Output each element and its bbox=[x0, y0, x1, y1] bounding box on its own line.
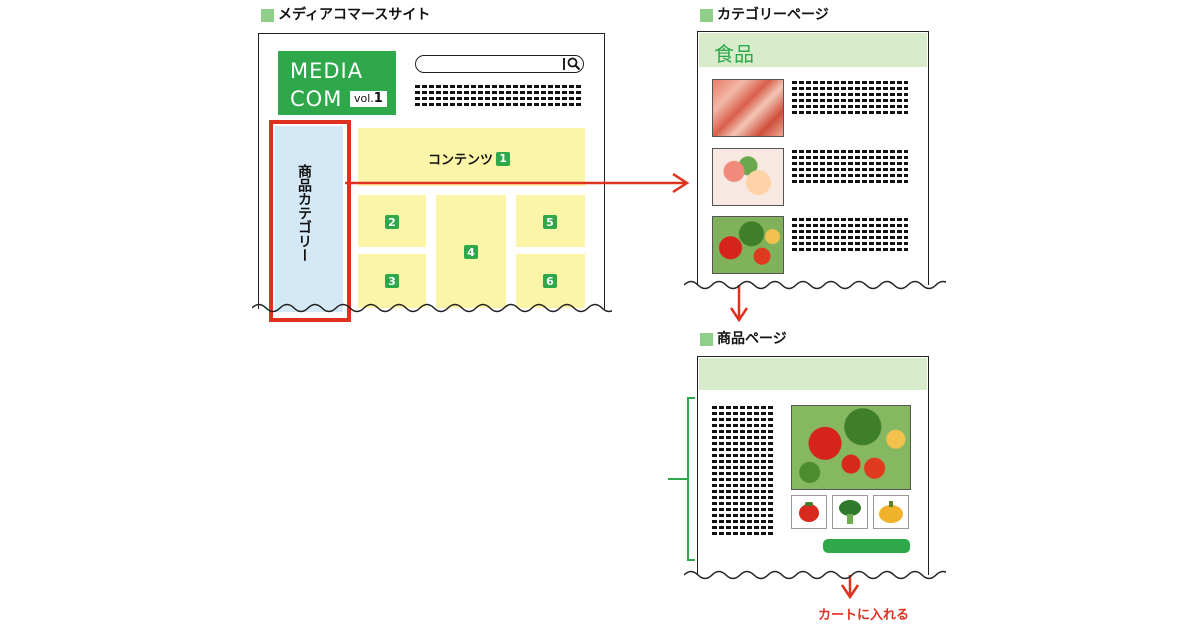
header-text-lines bbox=[415, 85, 582, 109]
arrow-to-category bbox=[345, 172, 690, 194]
content-label-text: コンテンツ bbox=[428, 153, 494, 168]
product-main-photo[interactable] bbox=[791, 405, 911, 490]
product-header bbox=[699, 358, 927, 390]
broccoli-photo[interactable] bbox=[832, 495, 868, 529]
content-1-label: コンテンツ 1 bbox=[428, 149, 511, 168]
pumpkin-photo[interactable] bbox=[873, 495, 909, 529]
product-text-lines bbox=[712, 406, 774, 538]
meat-photo[interactable] bbox=[712, 79, 784, 137]
search-divider bbox=[563, 58, 565, 70]
sashimi-photo[interactable] bbox=[712, 148, 784, 206]
content-4-block[interactable]: 4 bbox=[436, 195, 506, 308]
product-page-label-text: 商品ページ bbox=[717, 331, 787, 347]
content-number-2: 2 bbox=[385, 215, 399, 229]
content-number-5: 5 bbox=[543, 215, 557, 229]
content-5-block[interactable]: 5 bbox=[516, 195, 585, 247]
content-1-block[interactable]: コンテンツ 1 bbox=[358, 128, 585, 186]
content-2-block[interactable]: 2 bbox=[358, 195, 426, 247]
content-3-block[interactable]: 3 bbox=[358, 254, 426, 308]
product-category-highlight bbox=[269, 120, 351, 322]
logo-vol-badge: vol.1 bbox=[350, 91, 387, 107]
media-site-wave bbox=[252, 303, 612, 313]
product-category-column[interactable] bbox=[275, 126, 343, 312]
category-page-wave bbox=[684, 280, 946, 290]
sashimi-text-lines bbox=[792, 150, 908, 186]
add-to-cart-button[interactable] bbox=[823, 539, 910, 553]
product-category-label: 商品カテゴリー bbox=[296, 164, 312, 262]
logo-line2: COM bbox=[290, 87, 343, 111]
category-header: 食品 bbox=[699, 33, 927, 67]
tomato-photo[interactable] bbox=[791, 495, 827, 529]
label-square-icon bbox=[261, 8, 274, 22]
content-number-1: 1 bbox=[496, 151, 511, 166]
logo-line1: MEDIA bbox=[290, 59, 364, 83]
search-icon[interactable] bbox=[567, 57, 581, 71]
content-number-6: 6 bbox=[543, 274, 557, 288]
content-number-4: 4 bbox=[464, 245, 478, 259]
vegetables-photo[interactable] bbox=[712, 216, 784, 274]
product-info-bracket bbox=[668, 397, 695, 561]
content-6-block[interactable]: 6 bbox=[516, 254, 585, 308]
category-page-label: カテゴリーページ bbox=[700, 7, 829, 23]
search-input[interactable] bbox=[415, 55, 584, 73]
category-title: 食品 bbox=[714, 42, 754, 66]
vegetables-text-lines bbox=[792, 218, 908, 254]
media-site-label-text: メディアコマースサイト bbox=[278, 7, 431, 23]
label-square-icon bbox=[700, 332, 713, 346]
label-square-icon bbox=[700, 8, 713, 22]
product-page-label: 商品ページ bbox=[700, 331, 787, 347]
media-site-label: メディアコマースサイト bbox=[261, 7, 430, 23]
meat-text-lines bbox=[792, 81, 908, 117]
content-number-3: 3 bbox=[385, 274, 399, 288]
site-logo: MEDIA COM vol.1 bbox=[278, 51, 396, 115]
product-page-wave bbox=[684, 570, 946, 580]
category-page-label-text: カテゴリーページ bbox=[717, 7, 829, 23]
add-to-cart-label: カートに入れる bbox=[818, 608, 910, 623]
